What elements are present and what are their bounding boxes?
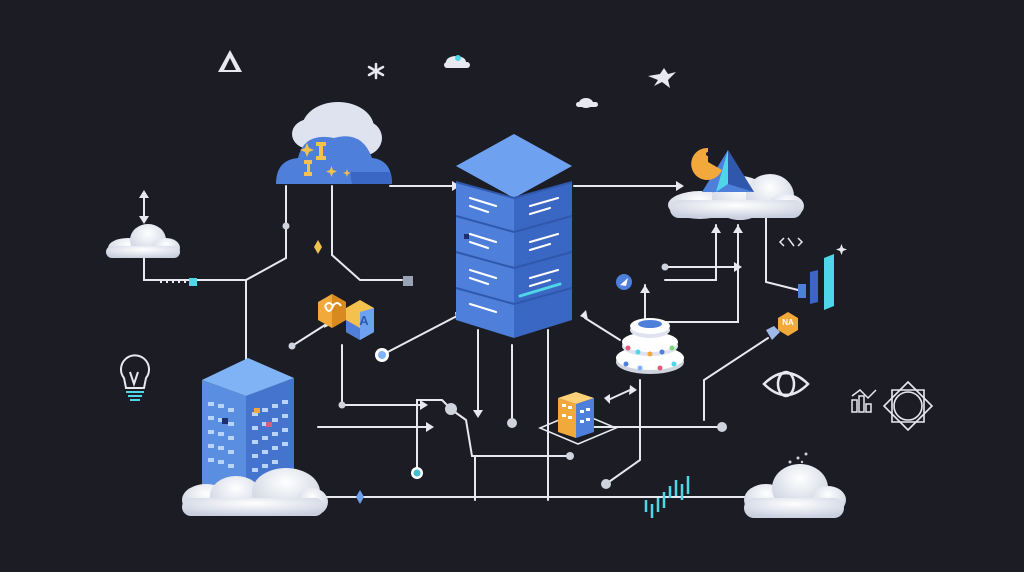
cloud-top-left bbox=[276, 102, 392, 184]
cloud-cursor-icon bbox=[444, 55, 470, 68]
asterisk-icon bbox=[367, 62, 385, 80]
eye-icon bbox=[762, 370, 810, 398]
cloud-bottom-left bbox=[182, 468, 328, 516]
connector-lines bbox=[143, 185, 799, 501]
code-brackets-icon bbox=[778, 237, 804, 247]
central-server-stack bbox=[455, 134, 573, 338]
bar-chart-icon bbox=[798, 244, 847, 310]
sun-flower-icon bbox=[882, 380, 934, 432]
lightbulb-icon bbox=[120, 354, 150, 401]
analytics-icon bbox=[851, 389, 877, 413]
cloud-bottom-right bbox=[744, 452, 846, 518]
cloud-left-small bbox=[106, 224, 180, 258]
cloud-sparkle-icons bbox=[300, 142, 351, 177]
hex-tile-group bbox=[318, 294, 374, 340]
connector-nodes bbox=[189, 222, 727, 504]
mini-cloud-icon bbox=[576, 98, 598, 108]
rocket-node-icon bbox=[616, 274, 632, 290]
hex-tile-label: A bbox=[359, 313, 369, 328]
warning-triangle-icon bbox=[218, 50, 242, 72]
database-stack bbox=[616, 318, 684, 374]
cloud-top-right bbox=[668, 150, 804, 220]
small-office-building bbox=[538, 392, 618, 445]
badge-tile-label: NA bbox=[782, 318, 794, 327]
badge-tile bbox=[766, 312, 798, 340]
star-bird-icon bbox=[648, 68, 676, 88]
pacman-icon bbox=[691, 147, 722, 180]
waveform-icon bbox=[644, 476, 690, 518]
